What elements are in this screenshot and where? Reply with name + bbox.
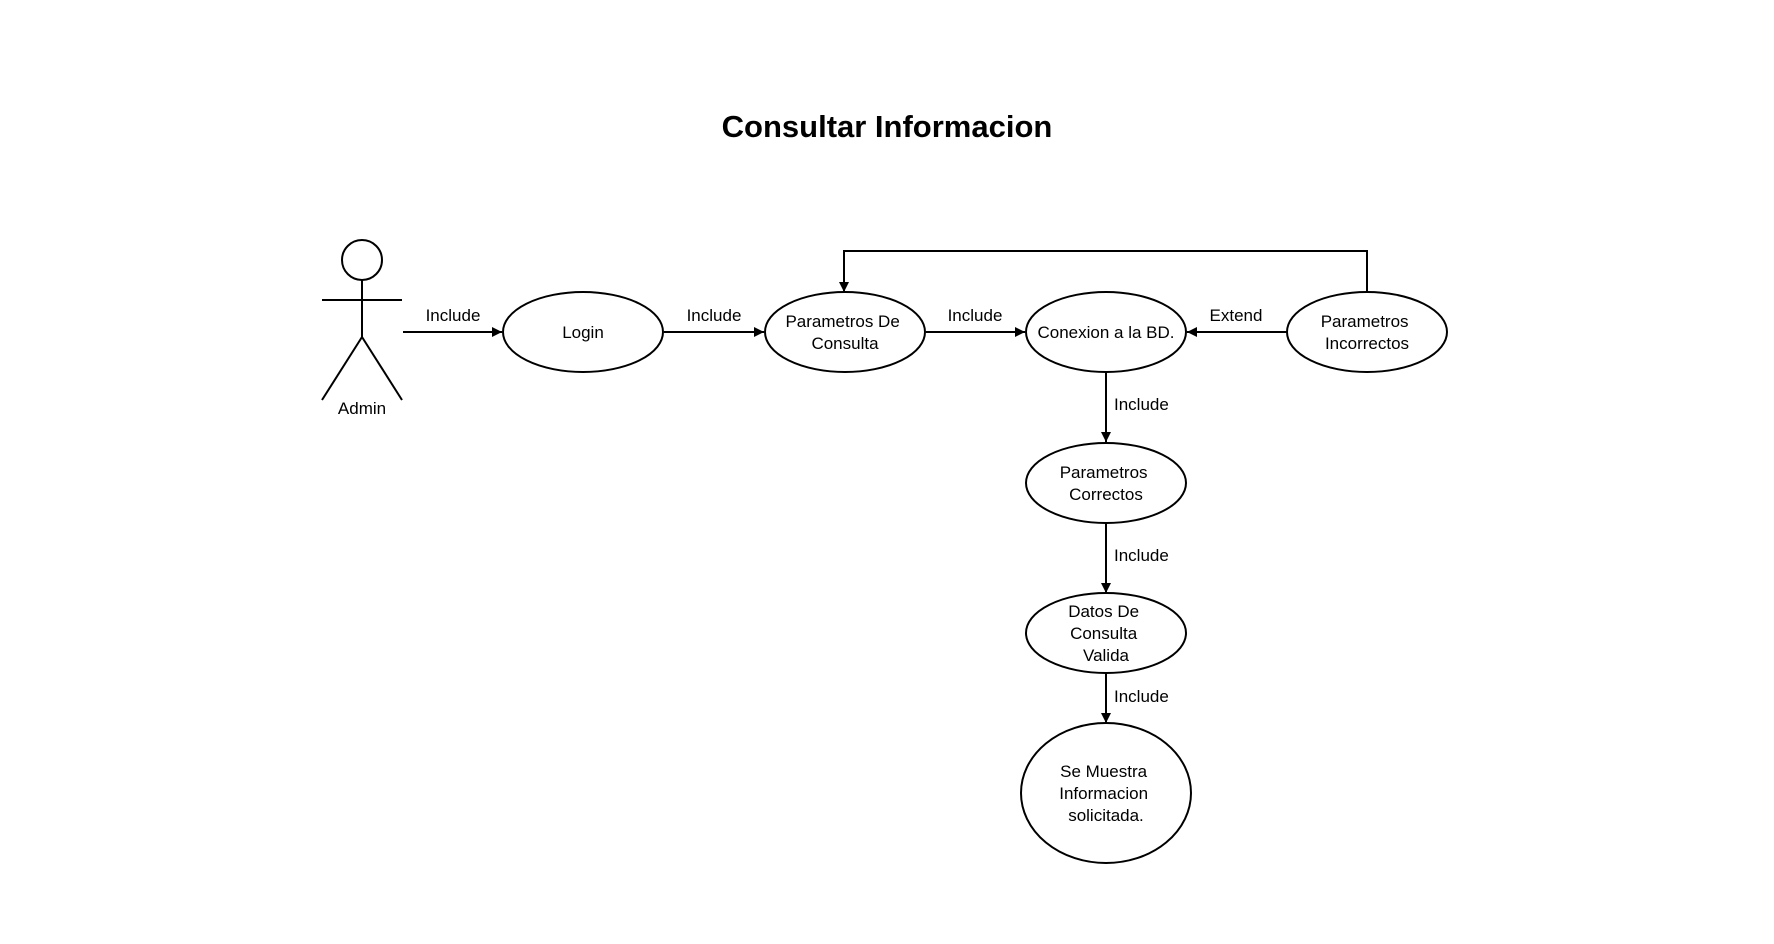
actor-right-leg [361,336,403,401]
use-case-se-muestra-informacion-line-1: Se Muestra [1060,762,1147,781]
use-case-conexion-bd-ellipse [1025,291,1187,373]
actor-left-leg [321,336,363,401]
use-case-se-muestra-informacion-line-2: Informacion [1059,784,1148,803]
use-case-parametros-correctos-label: Parametros Correctos [1060,463,1153,504]
use-case-parametros-correctos-ellipse [1025,442,1187,524]
use-case-parametros-incorrectos-line-2: Incorrectos [1325,334,1409,353]
use-case-parametros-de-consulta-line-1: Parametros De [785,312,899,331]
use-case-datos-de-consulta-line-1: Datos De [1068,602,1139,621]
use-case-conexion-bd: Conexion a la BD. [1025,291,1187,373]
edge-label-correctos-datos: Include [1114,546,1169,565]
use-case-datos-de-consulta-line-3: Valida [1083,646,1130,665]
use-case-parametros-incorrectos: Parametros Incorrectos [1286,291,1448,373]
edge-label-login-parametros: Include [687,306,742,325]
use-case-parametros-de-consulta: Parametros De Consulta [764,291,926,373]
use-case-datos-de-consulta: Datos De Consulta Valida [1025,592,1187,674]
diagram-title: Consultar Informacion [722,109,1053,144]
edge-label-parametros-conexion: Include [948,306,1003,325]
use-case-parametros-incorrectos-label: Parametros Incorrectos [1321,312,1414,353]
use-case-se-muestra-informacion-label: Se Muestra Informacion solicitada. [1059,762,1153,825]
use-case-login: Login [502,291,664,373]
use-case-login-line-1: Login [562,323,604,342]
use-case-datos-de-consulta-label: Datos De Consulta Valida [1068,602,1144,665]
edge-incorrectos-parametros-loop [839,250,1368,292]
use-case-parametros-de-consulta-label: Parametros De Consulta [785,312,904,353]
use-case-parametros-correctos: Parametros Correctos [1025,442,1187,524]
edge-label-admin-login: Include [426,306,481,325]
actor-head [341,239,383,281]
use-case-se-muestra-informacion-ellipse [1020,722,1192,864]
use-case-parametros-de-consulta-ellipse [764,291,926,373]
use-case-se-muestra-informacion: Se Muestra Informacion solicitada. [1020,722,1192,864]
edge-label-datos-muestra: Include [1114,687,1169,706]
actor-admin: Admin [321,239,403,418]
use-case-parametros-incorrectos-ellipse [1286,291,1448,373]
use-case-conexion-bd-line-1: Conexion a la BD. [1037,323,1174,342]
use-case-parametros-de-consulta-line-2: Consulta [811,334,879,353]
relationship-edges: Include Include Include Extend Include I… [403,250,1368,723]
use-case-datos-de-consulta-ellipse [1025,592,1187,674]
actor-label: Admin [338,399,386,418]
edge-label-incorrectos-conexion: Extend [1210,306,1263,325]
use-case-se-muestra-informacion-line-3: solicitada. [1068,806,1144,825]
use-case-conexion-bd-label: Conexion a la BD. [1037,323,1174,342]
use-case-login-ellipse [502,291,664,373]
use-case-login-label: Login [562,323,604,342]
use-case-parametros-correctos-line-1: Parametros [1060,463,1148,482]
edge-label-conexion-correctos: Include [1114,395,1169,414]
use-case-parametros-incorrectos-line-1: Parametros [1321,312,1409,331]
use-case-datos-de-consulta-line-2: Consulta [1070,624,1138,643]
use-case-parametros-correctos-line-2: Correctos [1069,485,1143,504]
